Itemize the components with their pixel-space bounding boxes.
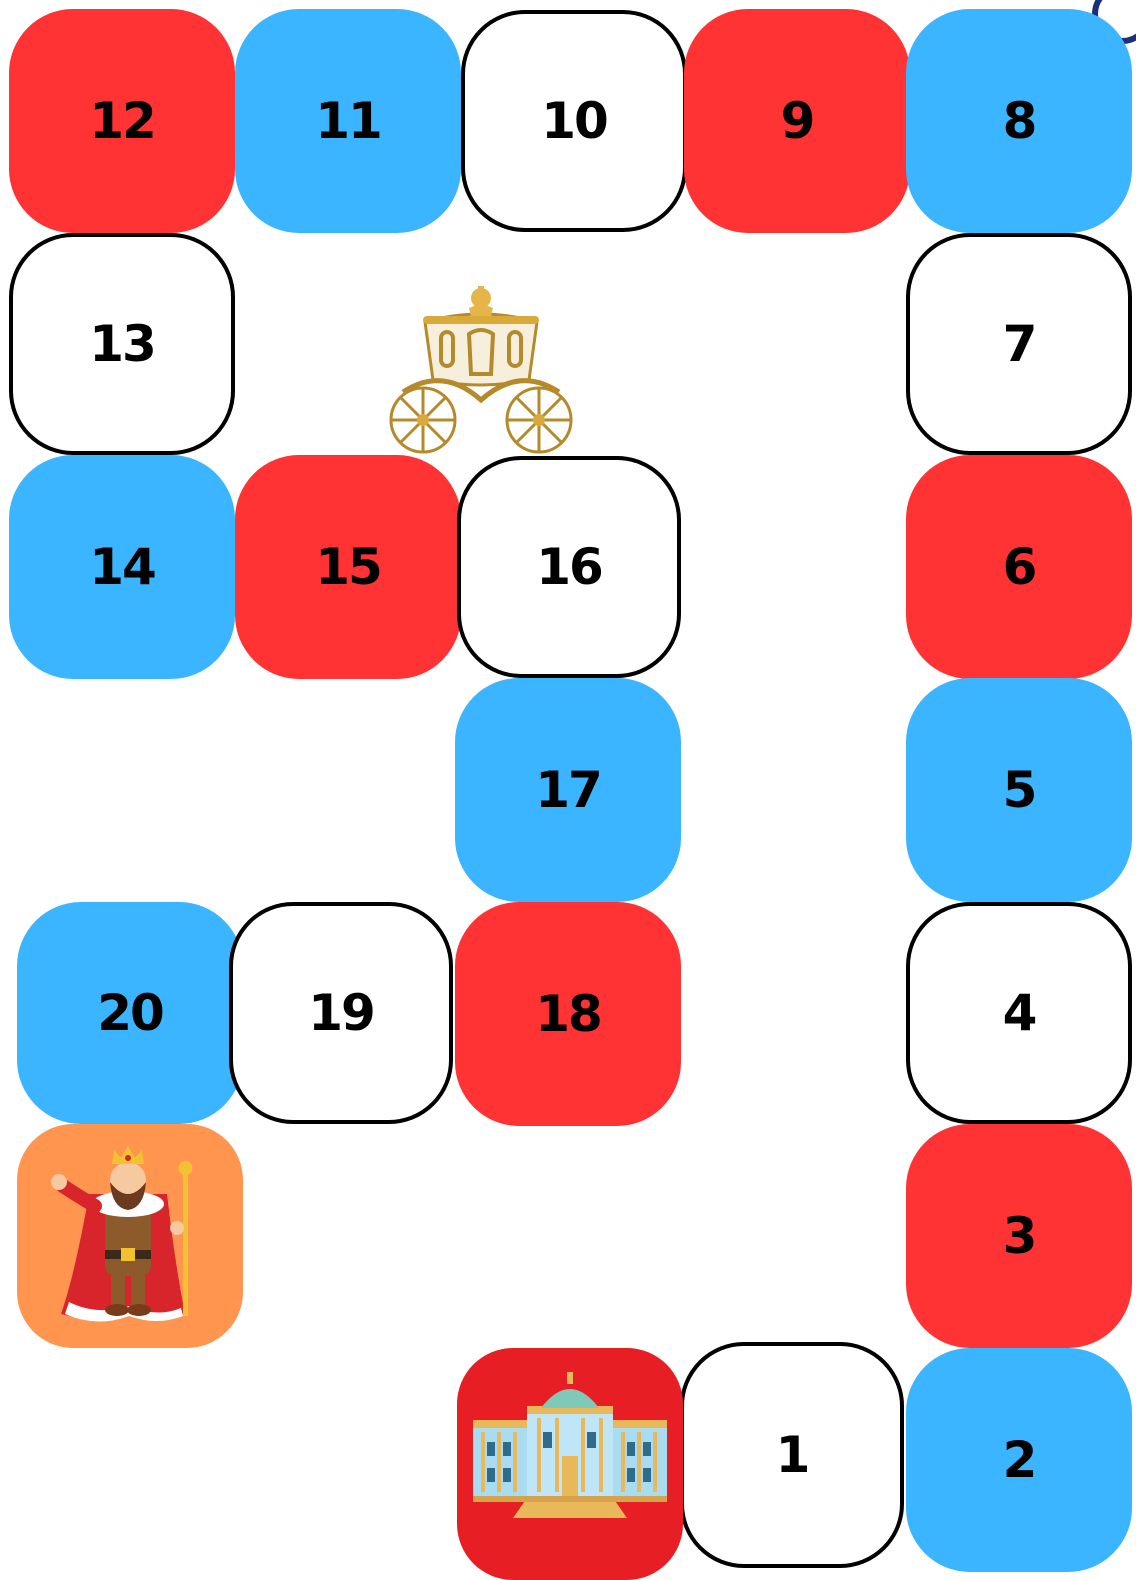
- cell-number: 19: [308, 984, 374, 1042]
- board-cell-10[interactable]: 10: [461, 10, 687, 232]
- cell-number: 6: [1003, 538, 1036, 596]
- finish-tile[interactable]: [17, 1124, 243, 1348]
- cell-number: 10: [541, 92, 607, 150]
- board-cell-11[interactable]: 11: [235, 9, 461, 233]
- cell-number: 8: [1003, 92, 1036, 150]
- cell-number: 20: [97, 984, 163, 1042]
- board-cell-13[interactable]: 13: [9, 233, 235, 455]
- cell-number: 1: [776, 1426, 809, 1484]
- king-icon: [17, 1124, 243, 1348]
- cell-number: 16: [536, 538, 602, 596]
- cell-number: 3: [1003, 1207, 1036, 1265]
- carriage-icon: [383, 282, 579, 460]
- cell-number: 11: [315, 92, 381, 150]
- board-cell-14[interactable]: 14: [9, 455, 235, 679]
- board-cell-16[interactable]: 16: [457, 456, 681, 678]
- cell-number: 9: [781, 92, 814, 150]
- start-tile[interactable]: [457, 1348, 683, 1580]
- board-cell-18[interactable]: 18: [455, 902, 681, 1126]
- board-cell-9[interactable]: 9: [684, 9, 910, 233]
- cell-number: 17: [535, 761, 601, 819]
- cell-number: 13: [89, 315, 155, 373]
- cell-number: 15: [315, 538, 381, 596]
- board-cell-8[interactable]: 8: [906, 9, 1132, 233]
- palace-icon: [457, 1348, 683, 1580]
- board-cell-1[interactable]: 1: [680, 1342, 904, 1568]
- board-cell-15[interactable]: 15: [235, 455, 461, 679]
- cell-number: 2: [1003, 1431, 1036, 1489]
- cell-number: 12: [89, 92, 155, 150]
- board-cell-2[interactable]: 2: [906, 1348, 1132, 1572]
- board-cell-20[interactable]: 20: [17, 902, 243, 1124]
- cell-number: 14: [89, 538, 155, 596]
- board-cell-7[interactable]: 7: [906, 233, 1132, 455]
- board-cell-19[interactable]: 19: [229, 902, 453, 1124]
- carriage-decoration: [383, 282, 579, 460]
- cell-number: 18: [535, 985, 601, 1043]
- board-cell-5[interactable]: 5: [906, 678, 1132, 902]
- cell-number: 5: [1003, 761, 1036, 819]
- board-cell-17[interactable]: 17: [455, 678, 681, 902]
- board-cell-12[interactable]: 12: [9, 9, 235, 233]
- cell-number: 7: [1003, 315, 1036, 373]
- board-cell-6[interactable]: 6: [906, 455, 1132, 679]
- board-cell-4[interactable]: 4: [906, 902, 1132, 1124]
- cell-number: 4: [1003, 984, 1036, 1042]
- board-cell-3[interactable]: 3: [906, 1124, 1132, 1348]
